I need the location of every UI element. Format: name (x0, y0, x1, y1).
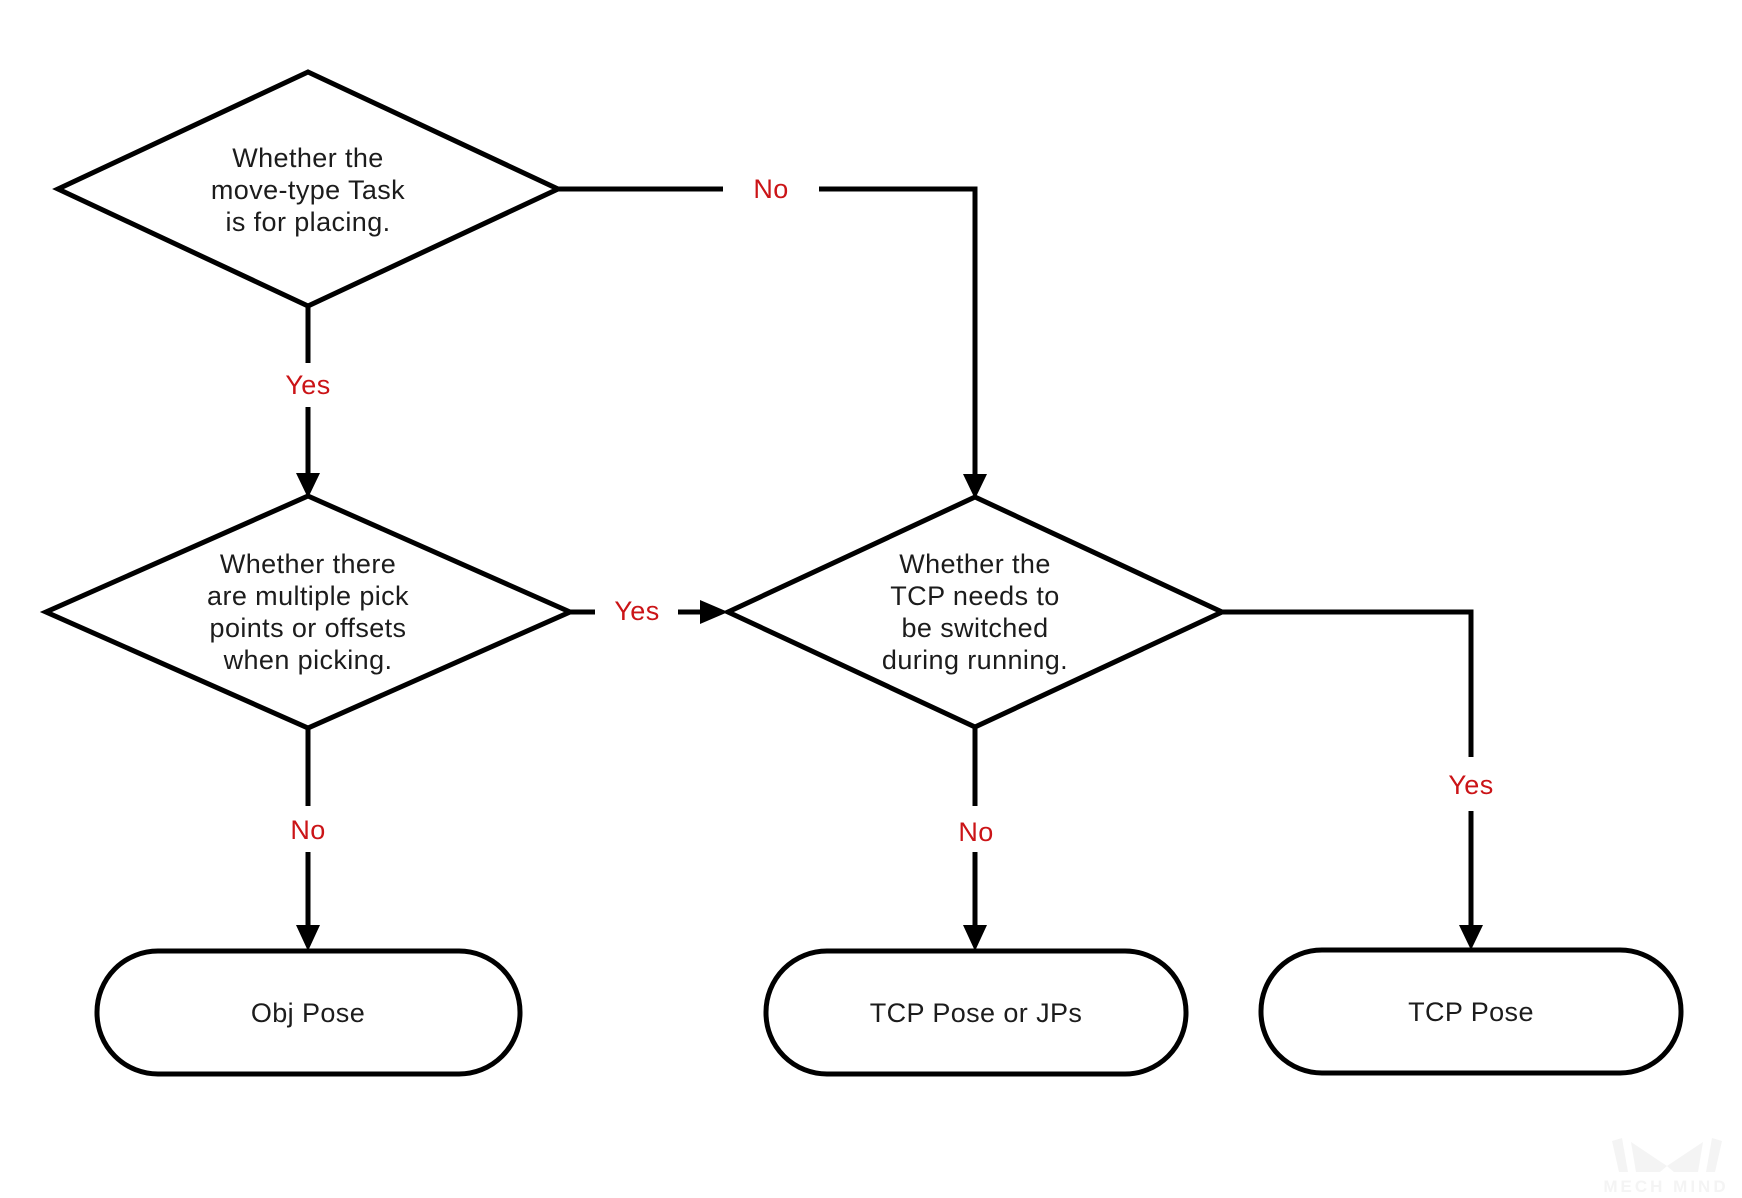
decision-label-placing-line3: is for placing. (225, 207, 391, 237)
watermark-text: MECH MIND (1603, 1177, 1729, 1196)
logo-left-wing (1631, 1142, 1667, 1172)
decision-node-tcp-switch (722, 494, 1228, 730)
edge-label-tcp-switch-yes: Yes (1448, 770, 1494, 800)
decision-label-pick-points-line1: Whether there (219, 549, 397, 579)
decision-label-placing-line1: Whether the (232, 143, 384, 173)
terminal-node-tcp-pose-or-jps (763, 948, 1189, 1077)
terminal-node-obj-pose (94, 948, 523, 1077)
decision-nodes (39, 69, 1228, 731)
decision-label-placing: Whether the move-type Task is for placin… (211, 142, 405, 238)
decision-label-pick-points-line3: points or offsets (209, 613, 407, 643)
logo-right-sliver (1706, 1138, 1722, 1172)
edge-label-placing-no: No (753, 174, 789, 204)
mech-mind-logo-icon (1612, 1138, 1722, 1172)
logo-left-sliver (1612, 1138, 1628, 1172)
decision-node-placing (52, 69, 564, 309)
decision-label-pick-points-line2: are multiple pick (207, 581, 409, 611)
edge-label-pick-points-no: No (290, 815, 326, 845)
decision-label-pick-points-line4: when picking. (223, 645, 393, 675)
arrowhead-into-tcp-pose (1459, 925, 1483, 950)
edge-label-pick-points-yes: Yes (614, 596, 660, 626)
decision-label-tcp-switch-line1: Whether the (899, 549, 1051, 579)
decision-label-placing-line2: move-type Task (210, 175, 406, 205)
terminal-node-tcp-pose (1258, 947, 1684, 1076)
connector-tcp-yes-segment1 (1222, 609, 1474, 757)
edge-label-placing-yes: Yes (285, 370, 331, 400)
decision-label-tcp-switch-line3: be switched (901, 613, 1049, 643)
decision-label-tcp-switch-line4: during running. (881, 645, 1069, 675)
decision-label-tcp-switch: Whether the TCP needs to be switched dur… (882, 548, 1068, 676)
decision-label-tcp-switch-line2: TCP needs to (890, 581, 1060, 611)
arrowheads (296, 473, 1483, 951)
terminal-nodes (94, 947, 1684, 1077)
edge-label-tcp-switch-no: No (958, 817, 994, 847)
decision-label-pick-points: Whether there are multiple pick points o… (207, 548, 409, 676)
terminal-label-tcp-pose-or-jps: TCP Pose or JPs (869, 998, 1083, 1028)
terminal-label-obj-pose: Obj Pose (250, 998, 366, 1028)
logo-right-wing (1667, 1142, 1703, 1172)
terminal-label-tcp-pose: TCP Pose (1408, 997, 1534, 1027)
connector-placing-no-segment2 (819, 186, 978, 478)
arrowhead-into-pick-decision (296, 473, 320, 498)
decision-node-pick-points (39, 493, 577, 731)
connector-lines (305, 186, 1474, 929)
arrowhead-into-tcp-decision (963, 474, 987, 499)
arrowhead-into-tcp-pose-or-jps (963, 925, 987, 951)
arrowhead-into-obj-pose (296, 925, 320, 951)
arrowhead-into-tcp-decision-left (700, 600, 728, 624)
